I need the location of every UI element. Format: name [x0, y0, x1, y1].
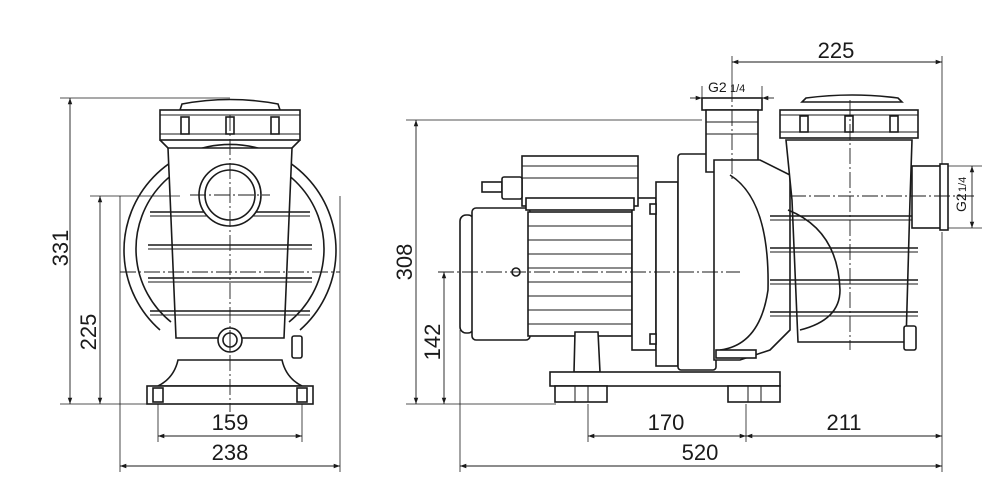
outlet-thread-frac: 1/4	[730, 83, 745, 95]
front-foot-holes-label: 159	[212, 410, 249, 435]
side-strainer-width-label: 225	[818, 38, 855, 63]
outlet-thread-label: G2 1/4	[708, 79, 745, 95]
side-dimensions: 308 142 225 G2 1/4 G2 1/4 170	[392, 38, 982, 472]
front-base-width-label: 238	[212, 440, 249, 465]
outlet-thread-main: G2	[708, 79, 727, 95]
side-foot-spacing-label: 170	[648, 410, 685, 435]
front-axis-height-label: 225	[76, 314, 101, 351]
inlet-thread-main: G2	[953, 193, 969, 212]
front-dimensions: 331 225 159 238	[48, 97, 341, 472]
side-total-height-label: 308	[392, 244, 417, 281]
side-view	[438, 86, 975, 403]
front-view	[120, 98, 340, 412]
front-total-height-label: 331	[48, 230, 73, 267]
side-total-length-label: 520	[682, 440, 719, 465]
inlet-thread-frac: 1/4	[957, 177, 969, 192]
side-axis-height-label: 142	[420, 324, 445, 361]
side-foot-to-end-label: 211	[826, 410, 861, 435]
inlet-thread-label: G2 1/4	[953, 177, 969, 212]
